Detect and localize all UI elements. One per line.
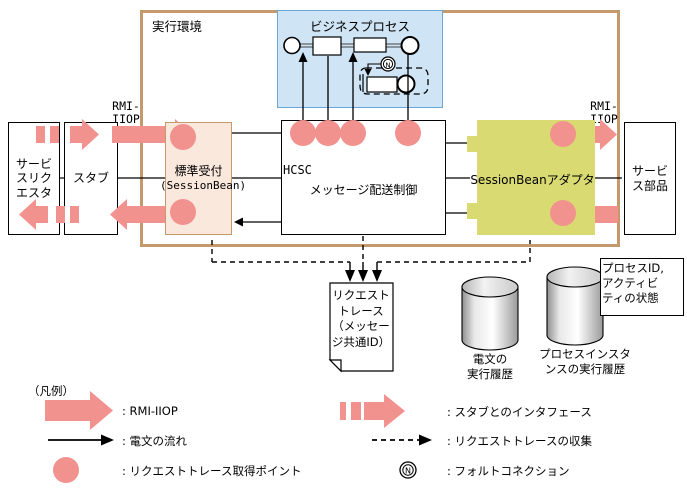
service-component-box: サービ ス部品 [624, 122, 676, 235]
stub-interface-arrow-top-icon [70, 119, 99, 150]
trace-arrow-2-icon [358, 270, 368, 282]
rmi-iiop-left-label: RMI- IIOP [112, 99, 140, 127]
task-1-icon [312, 36, 342, 56]
legend-item-fault-connection-label: : フォルトコネクション [447, 464, 570, 478]
hcsc-label-2: メッセージ配送制御 [309, 183, 418, 197]
legend-title: （凡例） [28, 384, 74, 398]
bp-arrow-1-icon [298, 52, 308, 62]
request-trace-doc-label: リクエスト トレース （メッセー ジ共通ID） [331, 288, 391, 349]
legend-item-trace-collection-label: : リクエストトレースの収集 [447, 434, 592, 448]
legend-stub-arrow-icon [370, 394, 405, 428]
legend-solid-arrow-icon [48, 434, 114, 446]
stub-dash-1-icon [36, 126, 45, 143]
db1-top-ellipse [461, 276, 519, 298]
legend-dashed-arrow-icon [372, 434, 432, 446]
stub-dash-3-icon [56, 206, 65, 223]
trace-point-hcsc-2 [315, 120, 341, 146]
legend-trace-point-icon [53, 457, 79, 483]
trace-point-reception-in [170, 124, 196, 150]
stub-dash-4-icon [70, 206, 79, 223]
standard-reception-label-2: (SessionBean) [160, 179, 247, 192]
legend-fault-connection-icon: N [399, 461, 417, 479]
fault-arrow-icon [364, 69, 372, 76]
task-2-icon [353, 37, 387, 53]
trace-point-hcsc-4 [395, 120, 421, 146]
legend-item-trace-point-label: : リクエストトレース取得ポイント [122, 464, 302, 478]
trace-point-hcsc-1 [290, 120, 316, 146]
standard-reception-label-1: 標準受付 [174, 164, 223, 178]
stub-interface-arrow-bottom-icon [19, 199, 48, 230]
trace-arrow-1-icon [345, 270, 355, 282]
business-process-label: ビジネスプロセス [309, 19, 410, 34]
legend-rmi-arrow-icon [45, 391, 113, 430]
svg-text:N: N [405, 467, 411, 476]
legend-item-rmi-iiop-label: : RMI-IIOP [122, 404, 178, 418]
hcsc-label-1: HCSC [283, 163, 312, 177]
svg-text:N: N [385, 62, 390, 70]
bp-arrow-2-icon [348, 52, 358, 62]
service-requester-box: サービ スリク エスタ [8, 122, 60, 235]
legend-stub-dash-2-icon [351, 402, 361, 420]
legend-item-stub-interface-label: : スタブとのインタフェース [447, 405, 592, 419]
db2-label: プロセスインスタ ンスの実行履歴 [539, 347, 631, 376]
legend-stub-dash-3-icon [364, 402, 374, 420]
trace-arrow-3-icon [372, 270, 382, 282]
legend-stub-dash-1-icon [340, 402, 346, 420]
end-event-icon [400, 36, 420, 55]
sessionbean-adapter-label: SessionBeanアダプタ [470, 173, 595, 187]
callout-box [600, 258, 684, 316]
db2-top-ellipse [546, 266, 604, 288]
fault-connection-inner-icon [382, 58, 394, 70]
message-arrow-to-reception-icon [234, 217, 243, 227]
rmi-iiop-right-label: RMI- IIOP [590, 99, 618, 127]
request-trace-document-shape [329, 282, 394, 372]
trace-point-reception-out [170, 199, 196, 225]
start-event-icon [283, 36, 301, 55]
trace-point-adapter-out [550, 121, 576, 147]
fault-handler-boundary-icon [359, 67, 429, 95]
trace-point-adapter-in [550, 200, 576, 226]
db1-label: 電文の 実行履歴 [467, 352, 513, 381]
execution-environment-label: 実行環境 [152, 19, 203, 34]
callout-label: プロセスID, アクティビ ティの状態 [602, 261, 664, 305]
trace-point-hcsc-3 [340, 120, 366, 146]
legend-item-message-flow-label: : 電文の流れ [122, 434, 188, 448]
stub-dash-2-icon [50, 126, 59, 143]
